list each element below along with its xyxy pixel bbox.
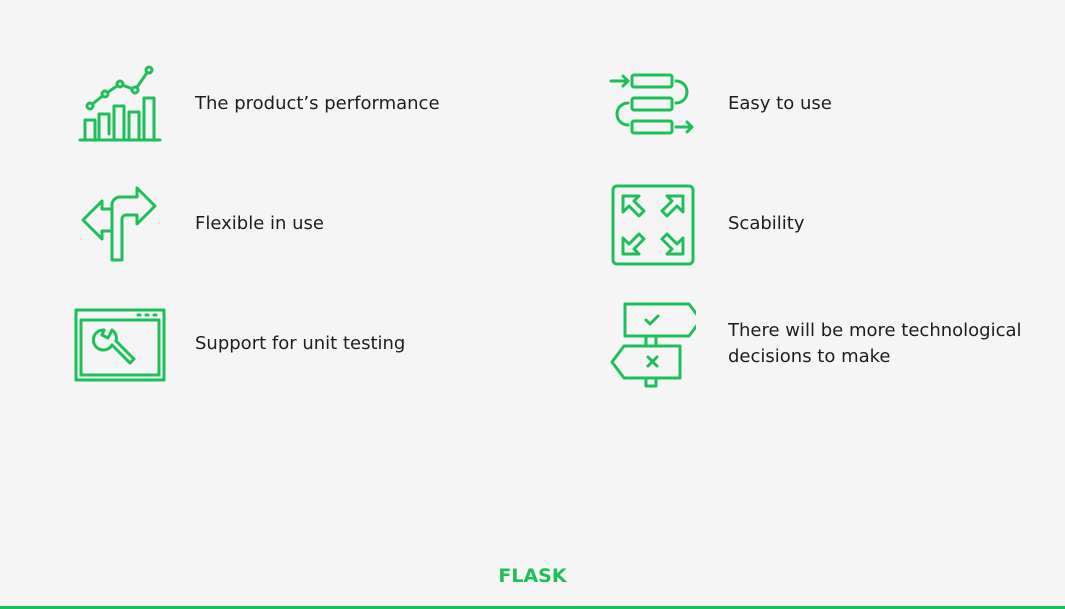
feature-label: Support for unit testing <box>195 333 406 354</box>
feature-label: Easy to use <box>728 93 832 114</box>
chart-growth-icon <box>78 64 162 144</box>
feature-label: There will be more technological decisio… <box>728 320 1022 367</box>
footer-title: FLASK <box>498 565 567 587</box>
feature-label: Flexible in use <box>195 213 324 234</box>
footer-accent-bar <box>0 606 1065 609</box>
feature-label: Scability <box>728 213 805 234</box>
process-flow-icon <box>608 72 696 136</box>
browser-wrench-icon <box>74 308 166 382</box>
direction-arrows-icon <box>80 185 160 263</box>
expand-arrows-icon <box>611 184 695 266</box>
signpost-icon <box>610 302 696 388</box>
feature-label: The product’s performance <box>195 93 440 114</box>
